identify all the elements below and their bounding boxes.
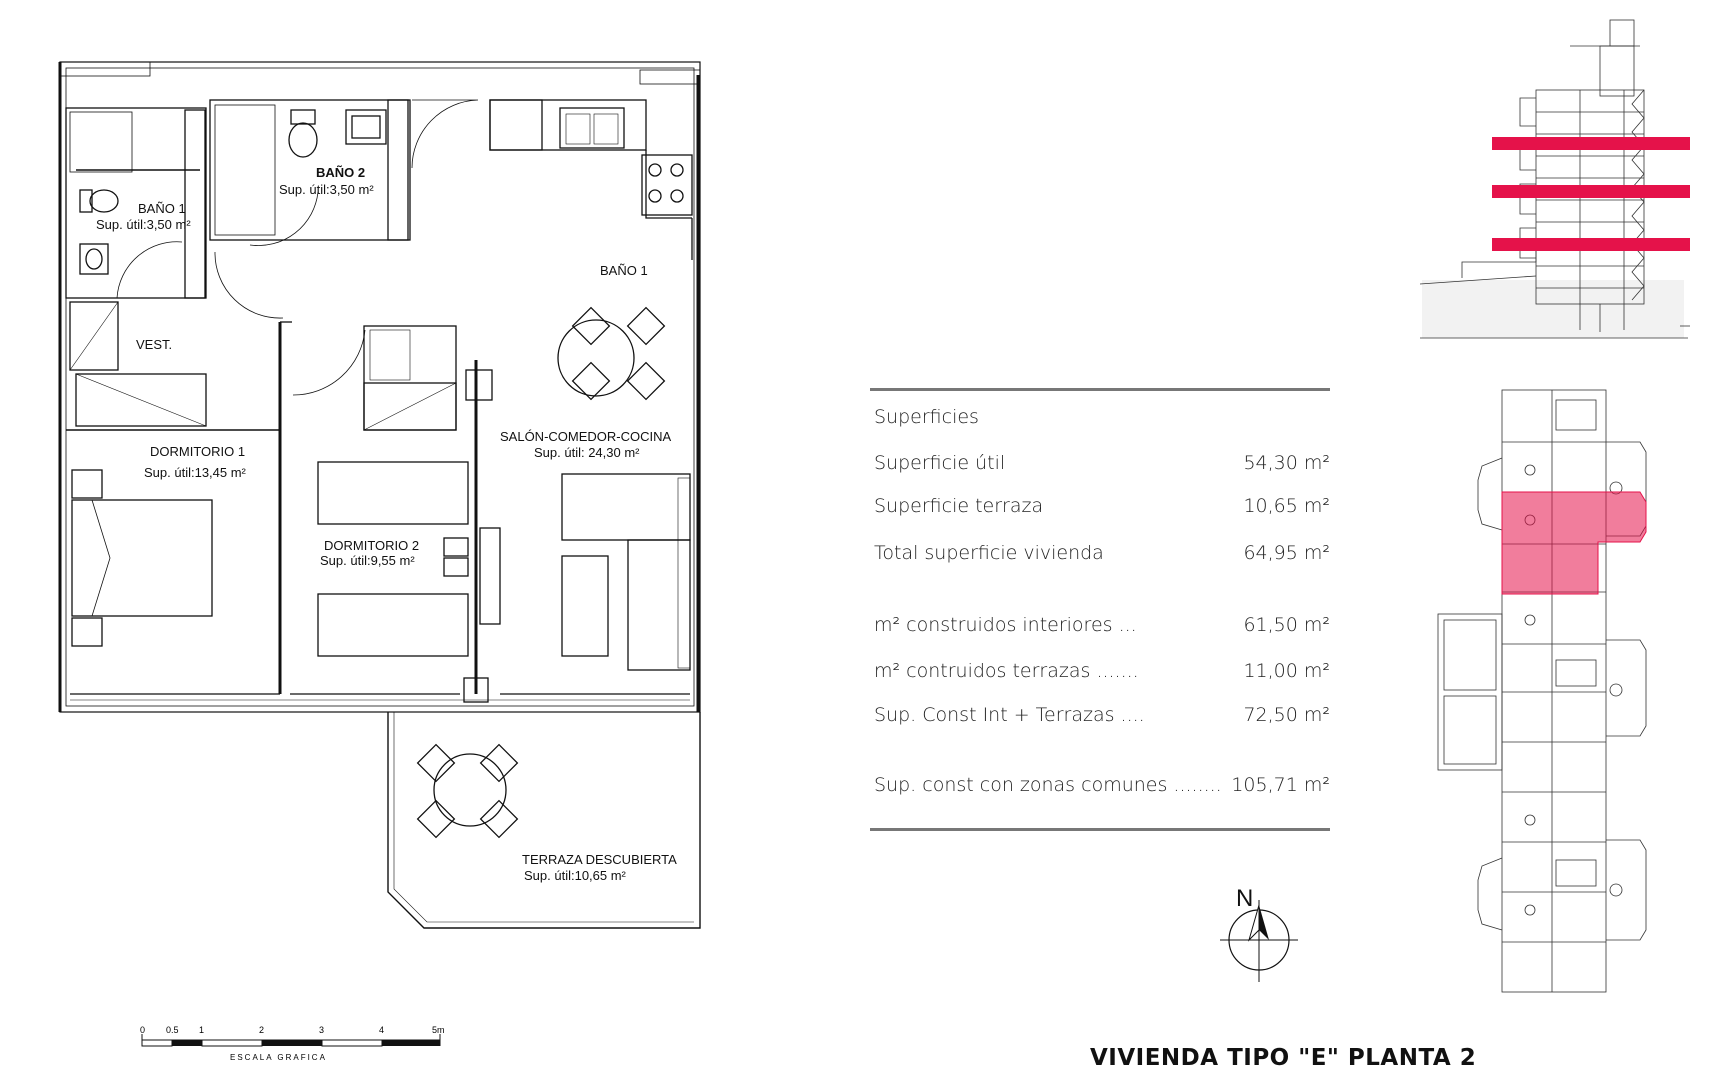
area-row-value: 61,50 m² bbox=[1243, 614, 1330, 636]
room-area-dormitorio-1: Sup. útil:13,45 m² bbox=[144, 465, 247, 480]
room-labels: BAÑO 1 Sup. útil:3,50 m² BAÑO 2 Sup. úti… bbox=[96, 165, 677, 883]
area-heading: Superficies bbox=[874, 406, 1330, 428]
room-area-bano-2: Sup. útil:3,50 m² bbox=[279, 182, 374, 197]
table-top-rule bbox=[870, 388, 1330, 391]
room-name-bano-1: BAÑO 1 bbox=[138, 201, 186, 216]
scale-tick-0-5: 0.5 bbox=[166, 1025, 179, 1035]
room-name-bano-2: BAÑO 2 bbox=[316, 165, 365, 180]
area-row-value: 10,65 m² bbox=[1243, 495, 1330, 517]
area-row-value: 11,00 m² bbox=[1243, 660, 1330, 682]
table-bottom-rule bbox=[870, 828, 1330, 831]
room-name-vest: VEST. bbox=[136, 337, 172, 352]
scale-tick-4: 4 bbox=[379, 1025, 384, 1035]
area-row-value: 105,71 m² bbox=[1231, 774, 1330, 796]
room-name-dormitorio-1: DORMITORIO 1 bbox=[150, 444, 245, 459]
room-area-terraza: Sup. útil:10,65 m² bbox=[524, 868, 627, 883]
page-title: VIVIENDA TIPO "E" PLANTA 2 bbox=[1090, 1045, 1477, 1071]
room-area-bano-1: Sup. útil:3,50 m² bbox=[96, 217, 191, 232]
section-highlight-band bbox=[1492, 137, 1690, 150]
room-area-dormitorio-2: Sup. útil:9,55 m² bbox=[320, 553, 415, 568]
area-row-label: Sup. Const Int + Terrazas .... bbox=[874, 704, 1145, 726]
area-row-value: 64,95 m² bbox=[1243, 542, 1330, 564]
area-row-value: 72,50 m² bbox=[1243, 704, 1330, 726]
area-row-superficie-terraza: Superficie terraza 10,65 m² bbox=[874, 495, 1330, 517]
scale-bar: 0 0.5 1 2 3 4 5m ESCALA GRAFICA bbox=[140, 1025, 445, 1062]
section-highlight-band bbox=[1492, 238, 1690, 251]
highlighted-unit bbox=[1501, 491, 1647, 595]
area-row-label: Sup. const con zonas comunes ........ bbox=[874, 774, 1222, 796]
scale-bar-label: ESCALA GRAFICA bbox=[230, 1053, 327, 1062]
area-row-label: m² contruidos terrazas ....... bbox=[874, 660, 1139, 682]
room-name-salon: SALÓN-COMEDOR-COCINA bbox=[500, 429, 672, 444]
scale-tick-3: 3 bbox=[319, 1025, 324, 1035]
scale-tick-2: 2 bbox=[259, 1025, 264, 1035]
floor-plan bbox=[58, 61, 701, 929]
section-highlight-band bbox=[1492, 185, 1690, 198]
area-row-construidos-terrazas: m² contruidos terrazas ....... 11,00 m² bbox=[874, 660, 1330, 682]
area-row-label: m² construidos interiores ... bbox=[874, 614, 1137, 636]
area-row-zonas-comunes: Sup. const con zonas comunes ........ 10… bbox=[874, 774, 1330, 796]
area-row-total: Total superficie vivienda 64,95 m² bbox=[874, 542, 1330, 564]
room-name-bano-1-kitchen: BAÑO 1 bbox=[600, 263, 648, 278]
area-row-construidos-interiores: m² construidos interiores ... 61,50 m² bbox=[874, 614, 1330, 636]
room-name-terraza: TERRAZA DESCUBIERTA bbox=[522, 852, 677, 867]
area-row-label: Superficie terraza bbox=[874, 495, 1044, 517]
area-heading-text: Superficies bbox=[874, 406, 979, 428]
building-section bbox=[1419, 19, 1690, 339]
area-row-superficie-util: Superficie útil 54,30 m² bbox=[874, 452, 1330, 474]
room-area-salon: Sup. útil: 24,30 m² bbox=[534, 445, 640, 460]
area-row-label: Superficie útil bbox=[874, 452, 1006, 474]
area-row-label: Total superficie vivienda bbox=[874, 542, 1104, 564]
room-name-dormitorio-2: DORMITORIO 2 bbox=[324, 538, 419, 553]
north-arrow: N bbox=[1220, 885, 1298, 982]
area-row-const-int-terrazas: Sup. Const Int + Terrazas .... 72,50 m² bbox=[874, 704, 1330, 726]
scale-tick-1: 1 bbox=[199, 1025, 204, 1035]
north-label: N bbox=[1236, 885, 1253, 912]
scale-tick-0: 0 bbox=[140, 1025, 145, 1035]
scale-tick-5m: 5m bbox=[432, 1025, 445, 1035]
area-row-value: 54,30 m² bbox=[1243, 452, 1330, 474]
key-plan bbox=[1437, 389, 1647, 993]
